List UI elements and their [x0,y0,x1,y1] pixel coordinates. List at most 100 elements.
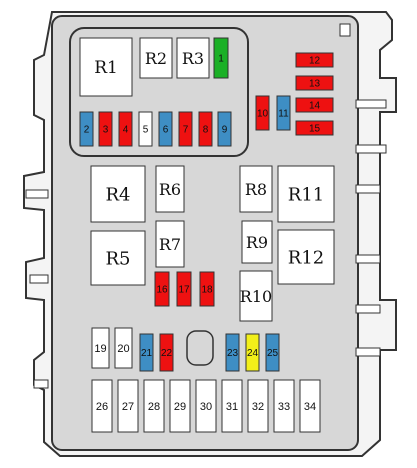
relay-label: R2 [145,49,167,68]
fuse-22: 22 [159,333,174,372]
fuse-19: 19 [91,327,110,369]
fuse-label: 19 [94,343,106,355]
housing-clip-tab [355,254,381,264]
relay-label: R5 [105,248,130,269]
fuse-label: 34 [304,401,316,413]
fuse-body [276,95,291,131]
fuse-5: 5 [138,111,153,147]
relay-body [239,165,273,213]
fuse-label: 4 [123,125,129,136]
relay-body [239,270,273,322]
fuse-27: 27 [117,379,139,433]
fuse-body [98,111,113,147]
fuse-6: 6 [158,111,173,147]
fuse-label: 12 [309,56,321,67]
relay-r8: R8 [239,165,273,213]
fuse-14: 14 [295,97,334,113]
fuse-1: 1 [213,37,229,79]
fuse-7: 7 [178,111,193,147]
fuse-23: 23 [225,333,240,372]
fuse-body [198,111,213,147]
fuse-2: 2 [79,111,94,147]
fuse-label: 10 [257,109,269,120]
fuse-label: 18 [201,285,213,296]
fuse-20: 20 [114,327,133,369]
fuse-label: 27 [122,401,134,413]
fuse-body [221,379,243,433]
fuse-9: 9 [217,111,232,147]
fuse-body [247,379,269,433]
fuse-label: 17 [178,285,190,296]
fuse-26: 26 [91,379,113,433]
relay-body [277,229,335,285]
fuse-body [143,379,165,433]
fuse-label: 32 [252,401,264,413]
housing-clip-tab [355,144,387,154]
fuse-30: 30 [195,379,217,433]
relay-r2: R2 [139,37,173,79]
fuse-31: 31 [221,379,243,433]
fuse-body [79,111,94,147]
fuse-body [295,120,334,136]
fuse-label: 16 [156,285,168,296]
relay-body [90,230,146,286]
housing-clip-tab [25,189,49,199]
relay-body [90,165,146,223]
fuse-13: 13 [295,75,334,91]
fuse-12: 12 [295,52,334,68]
fuse-21: 21 [139,333,154,372]
relay-body [155,165,185,213]
housing-clip-tab [33,379,49,389]
relay-label: R6 [159,180,181,199]
relay-body [277,165,335,223]
fuse-18: 18 [199,271,215,307]
fuse-25: 25 [265,333,280,372]
fuse-28: 28 [143,379,165,433]
fuse-label: 11 [278,109,289,120]
upper-fuse-block-outline [69,27,249,157]
fuse-label: 1 [218,54,224,65]
relay-r12: R12 [277,229,335,285]
fuse-33: 33 [273,379,295,433]
relay-r10: R10 [239,270,273,322]
fuse-body [117,379,139,433]
fuse-4: 4 [118,111,133,147]
fuse-body [295,52,334,68]
fuse-label: 20 [117,343,129,355]
fuse-label: 31 [226,401,238,413]
fuse-label: 13 [309,79,321,90]
fuse-label: 2 [84,125,90,136]
fuse-label: 7 [183,125,189,136]
housing-latch [339,23,351,37]
fuse-label: 6 [163,125,169,136]
relay-r11: R11 [277,165,335,223]
fuse-label: 23 [227,348,239,359]
relay-body [79,37,133,97]
fuse-body [299,379,321,433]
housing-clip-tab [355,347,381,357]
housing-clip-tab [29,274,49,284]
relay-r6: R6 [155,165,185,213]
relay-body [155,220,185,268]
fuse-label: 5 [143,125,149,136]
fuse-label: 30 [200,401,212,413]
fuse-body [199,271,215,307]
relay-body [139,37,173,79]
housing-clip-tab [355,304,381,314]
fuse-8: 8 [198,111,213,147]
fuse-body [295,97,334,113]
fuse-body [91,327,110,369]
fuse-16: 16 [154,271,170,307]
relay-r7: R7 [155,220,185,268]
fuse-body [178,111,193,147]
housing-clip-tab [355,184,381,194]
fuse-label: 8 [203,125,209,136]
relay-label: R10 [240,287,272,306]
housing-mounting-hole [186,330,214,366]
fuse-label: 3 [103,125,109,136]
fuse-body [169,379,191,433]
fuse-body [245,333,260,372]
fuse-11: 11 [276,95,291,131]
fuse-body [91,379,113,433]
